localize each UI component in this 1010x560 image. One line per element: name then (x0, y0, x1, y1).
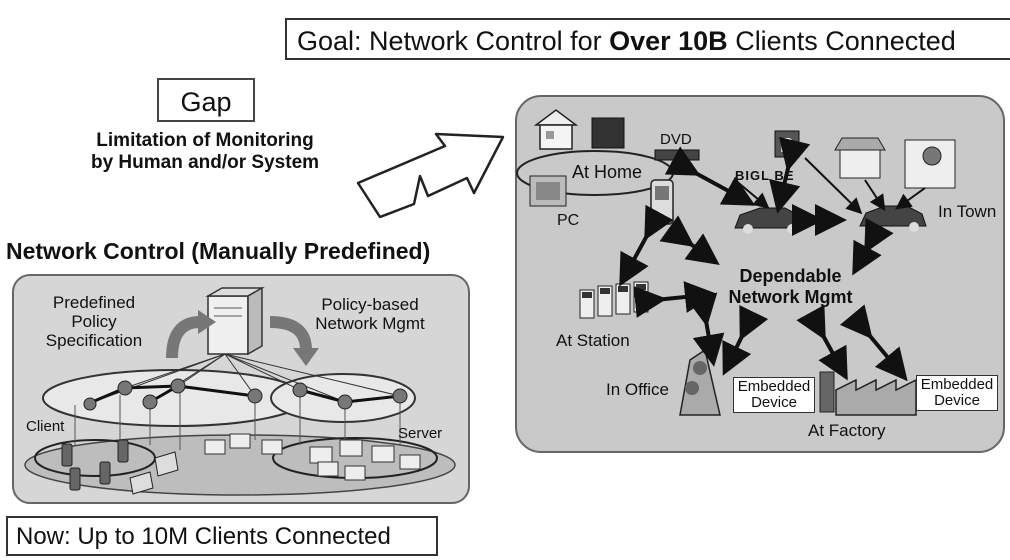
gap-description-line2: by Human and/or System (90, 152, 320, 173)
now-banner: Now: Up to 10M Clients Connected (6, 516, 438, 556)
svg-text:P: P (780, 135, 793, 157)
embedded-device-factory-line2: Device (934, 392, 980, 409)
at-factory-label: At Factory (808, 421, 886, 440)
client-label: Client (26, 418, 65, 435)
at-station-label: At Station (556, 331, 630, 350)
policy-mgmt-line2: Network Mgmt (315, 314, 425, 333)
in-office-label: In Office (606, 380, 669, 399)
embedded-device-factory: Embedded Device (916, 375, 998, 411)
gap-description: Limitation of Monitoring by Human and/or… (40, 130, 370, 174)
embedded-device-office-line1: Embedded (737, 378, 811, 395)
gap-description-line1: Limitation of Monitoring (96, 130, 314, 151)
biglobe-logo: BIGL BE (735, 168, 795, 183)
goal-bold: Over 10B (609, 26, 728, 56)
server-label: Server (398, 425, 443, 442)
dependable-title-line2: Network Mgmt (728, 287, 853, 307)
dependable-title-line1: Dependable (739, 266, 842, 286)
gap-box: Gap (157, 78, 255, 122)
manual-control-title: Network Control (Manually Predefined) (6, 238, 431, 264)
embedded-device-office: Embedded Device (733, 377, 815, 413)
pc-label: PC (557, 212, 580, 229)
goal-prefix: Goal: Network Control for (297, 26, 610, 56)
policy-spec-label: Predefined Policy Specification (34, 293, 154, 350)
policy-spec-line2: Policy (71, 312, 117, 331)
dvd-label: DVD (660, 131, 692, 148)
dependable-network-mgmt-title: Dependable Network Mgmt (718, 266, 863, 308)
policy-spec-line3: Specification (45, 331, 143, 350)
policy-mgmt-label: Policy-based Network Mgmt (300, 295, 440, 333)
embedded-device-office-line2: Device (751, 394, 797, 411)
policy-mgmt-line1: Policy-based (321, 295, 419, 314)
in-town-label: In Town (938, 202, 997, 221)
policy-spec-line1: Predefined (52, 293, 136, 312)
at-home-label: At Home (572, 162, 643, 182)
goal-suffix: Clients Connected (727, 26, 956, 56)
goal-banner: Goal: Network Control for Over 10B Clien… (285, 18, 1010, 60)
embedded-device-factory-line1: Embedded (920, 376, 994, 393)
